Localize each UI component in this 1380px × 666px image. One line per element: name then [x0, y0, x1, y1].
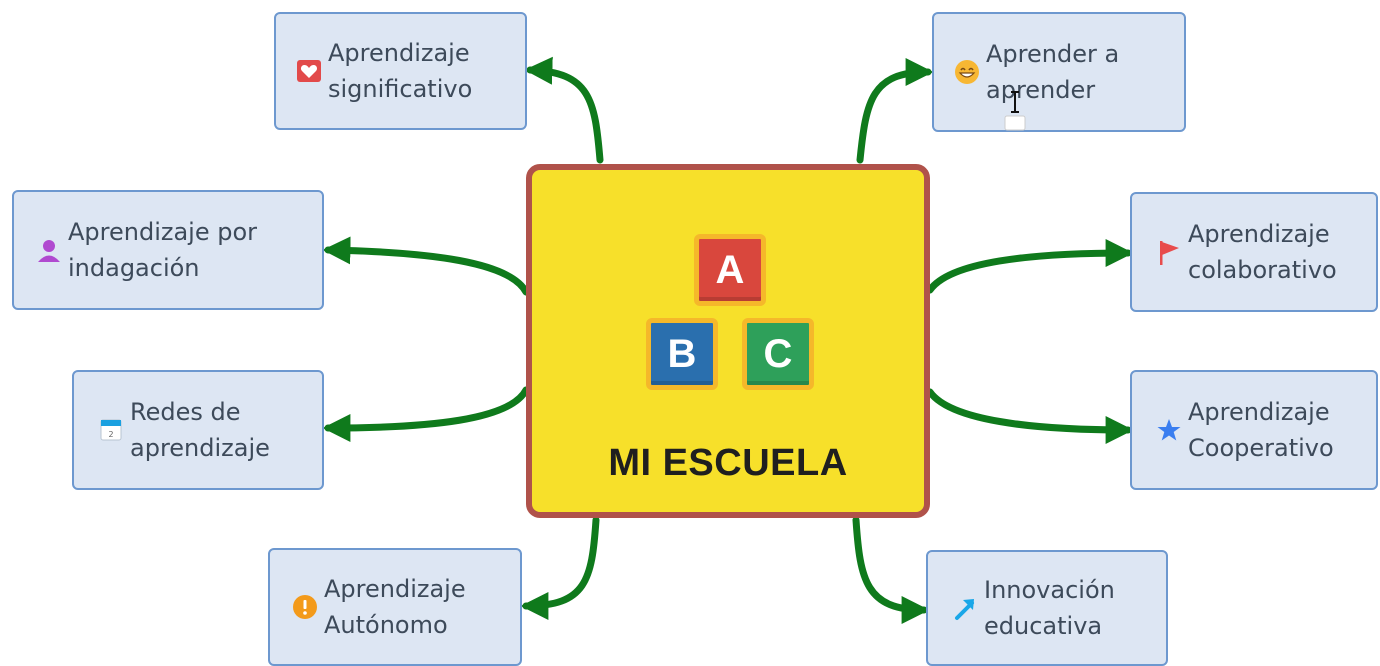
- topic-label: Aprendizaje colaborativo: [1188, 220, 1337, 284]
- topic-label: Aprendizaje Cooperativo: [1188, 398, 1334, 462]
- text-cursor-icon: [1004, 91, 1026, 131]
- user-icon: [36, 237, 62, 263]
- grin-emoji-icon: [954, 59, 980, 85]
- block-letter: A: [715, 247, 745, 292]
- topic-innovacion-educativa[interactable]: Innovación educativa: [926, 550, 1168, 666]
- central-topic[interactable]: A B C MI ESCUELA: [526, 164, 930, 518]
- block-letter: C: [763, 331, 793, 376]
- topic-label: Redes de aprendizaje: [130, 398, 270, 462]
- connector-indagacion: [322, 236, 530, 296]
- topic-label: Innovación educativa: [984, 576, 1115, 640]
- topic-aprendizaje-autonomo[interactable]: Aprendizaje Autónomo: [268, 548, 522, 666]
- topic-label: Aprender a aprender: [986, 40, 1120, 104]
- star-icon: [1156, 417, 1182, 443]
- calendar-icon: 2: [98, 417, 124, 443]
- topic-redes-de-aprendizaje[interactable]: 2 Redes de aprendizaje: [72, 370, 324, 490]
- connector-colaborativo: [926, 239, 1134, 294]
- connector-significativo: [524, 56, 604, 164]
- heart-icon: [296, 58, 322, 84]
- exclamation-icon: [292, 594, 318, 620]
- topic-label: Aprendizaje por indagación: [68, 218, 258, 282]
- letter-block-c: C: [742, 318, 814, 390]
- topic-aprender-a-aprender[interactable]: Aprender a aprender: [932, 12, 1186, 132]
- topic-aprendizaje-significativo[interactable]: Aprendizaje significativo: [274, 12, 527, 130]
- topic-label: Aprendizaje significativo: [328, 39, 473, 103]
- arrow-up-right-icon: [952, 595, 978, 621]
- connector-innovacion: [852, 516, 930, 624]
- letter-block-a: A: [694, 234, 766, 306]
- letter-block-b: B: [646, 318, 718, 390]
- svg-text:2: 2: [108, 430, 113, 439]
- connector-cooperativo: [926, 388, 1134, 444]
- connector-aprender: [856, 58, 934, 164]
- topic-aprendizaje-colaborativo[interactable]: Aprendizaje colaborativo: [1130, 192, 1378, 312]
- flag-icon: [1156, 239, 1182, 265]
- connector-autonomo: [520, 516, 600, 620]
- connector-redes: [322, 386, 530, 442]
- topic-aprendizaje-cooperativo[interactable]: Aprendizaje Cooperativo: [1130, 370, 1378, 490]
- central-topic-title: MI ESCUELA: [608, 442, 848, 484]
- topic-aprendizaje-por-indagacion[interactable]: Aprendizaje por indagación: [12, 190, 324, 310]
- topic-label: Aprendizaje Autónomo: [324, 575, 466, 639]
- block-letter: B: [667, 331, 697, 376]
